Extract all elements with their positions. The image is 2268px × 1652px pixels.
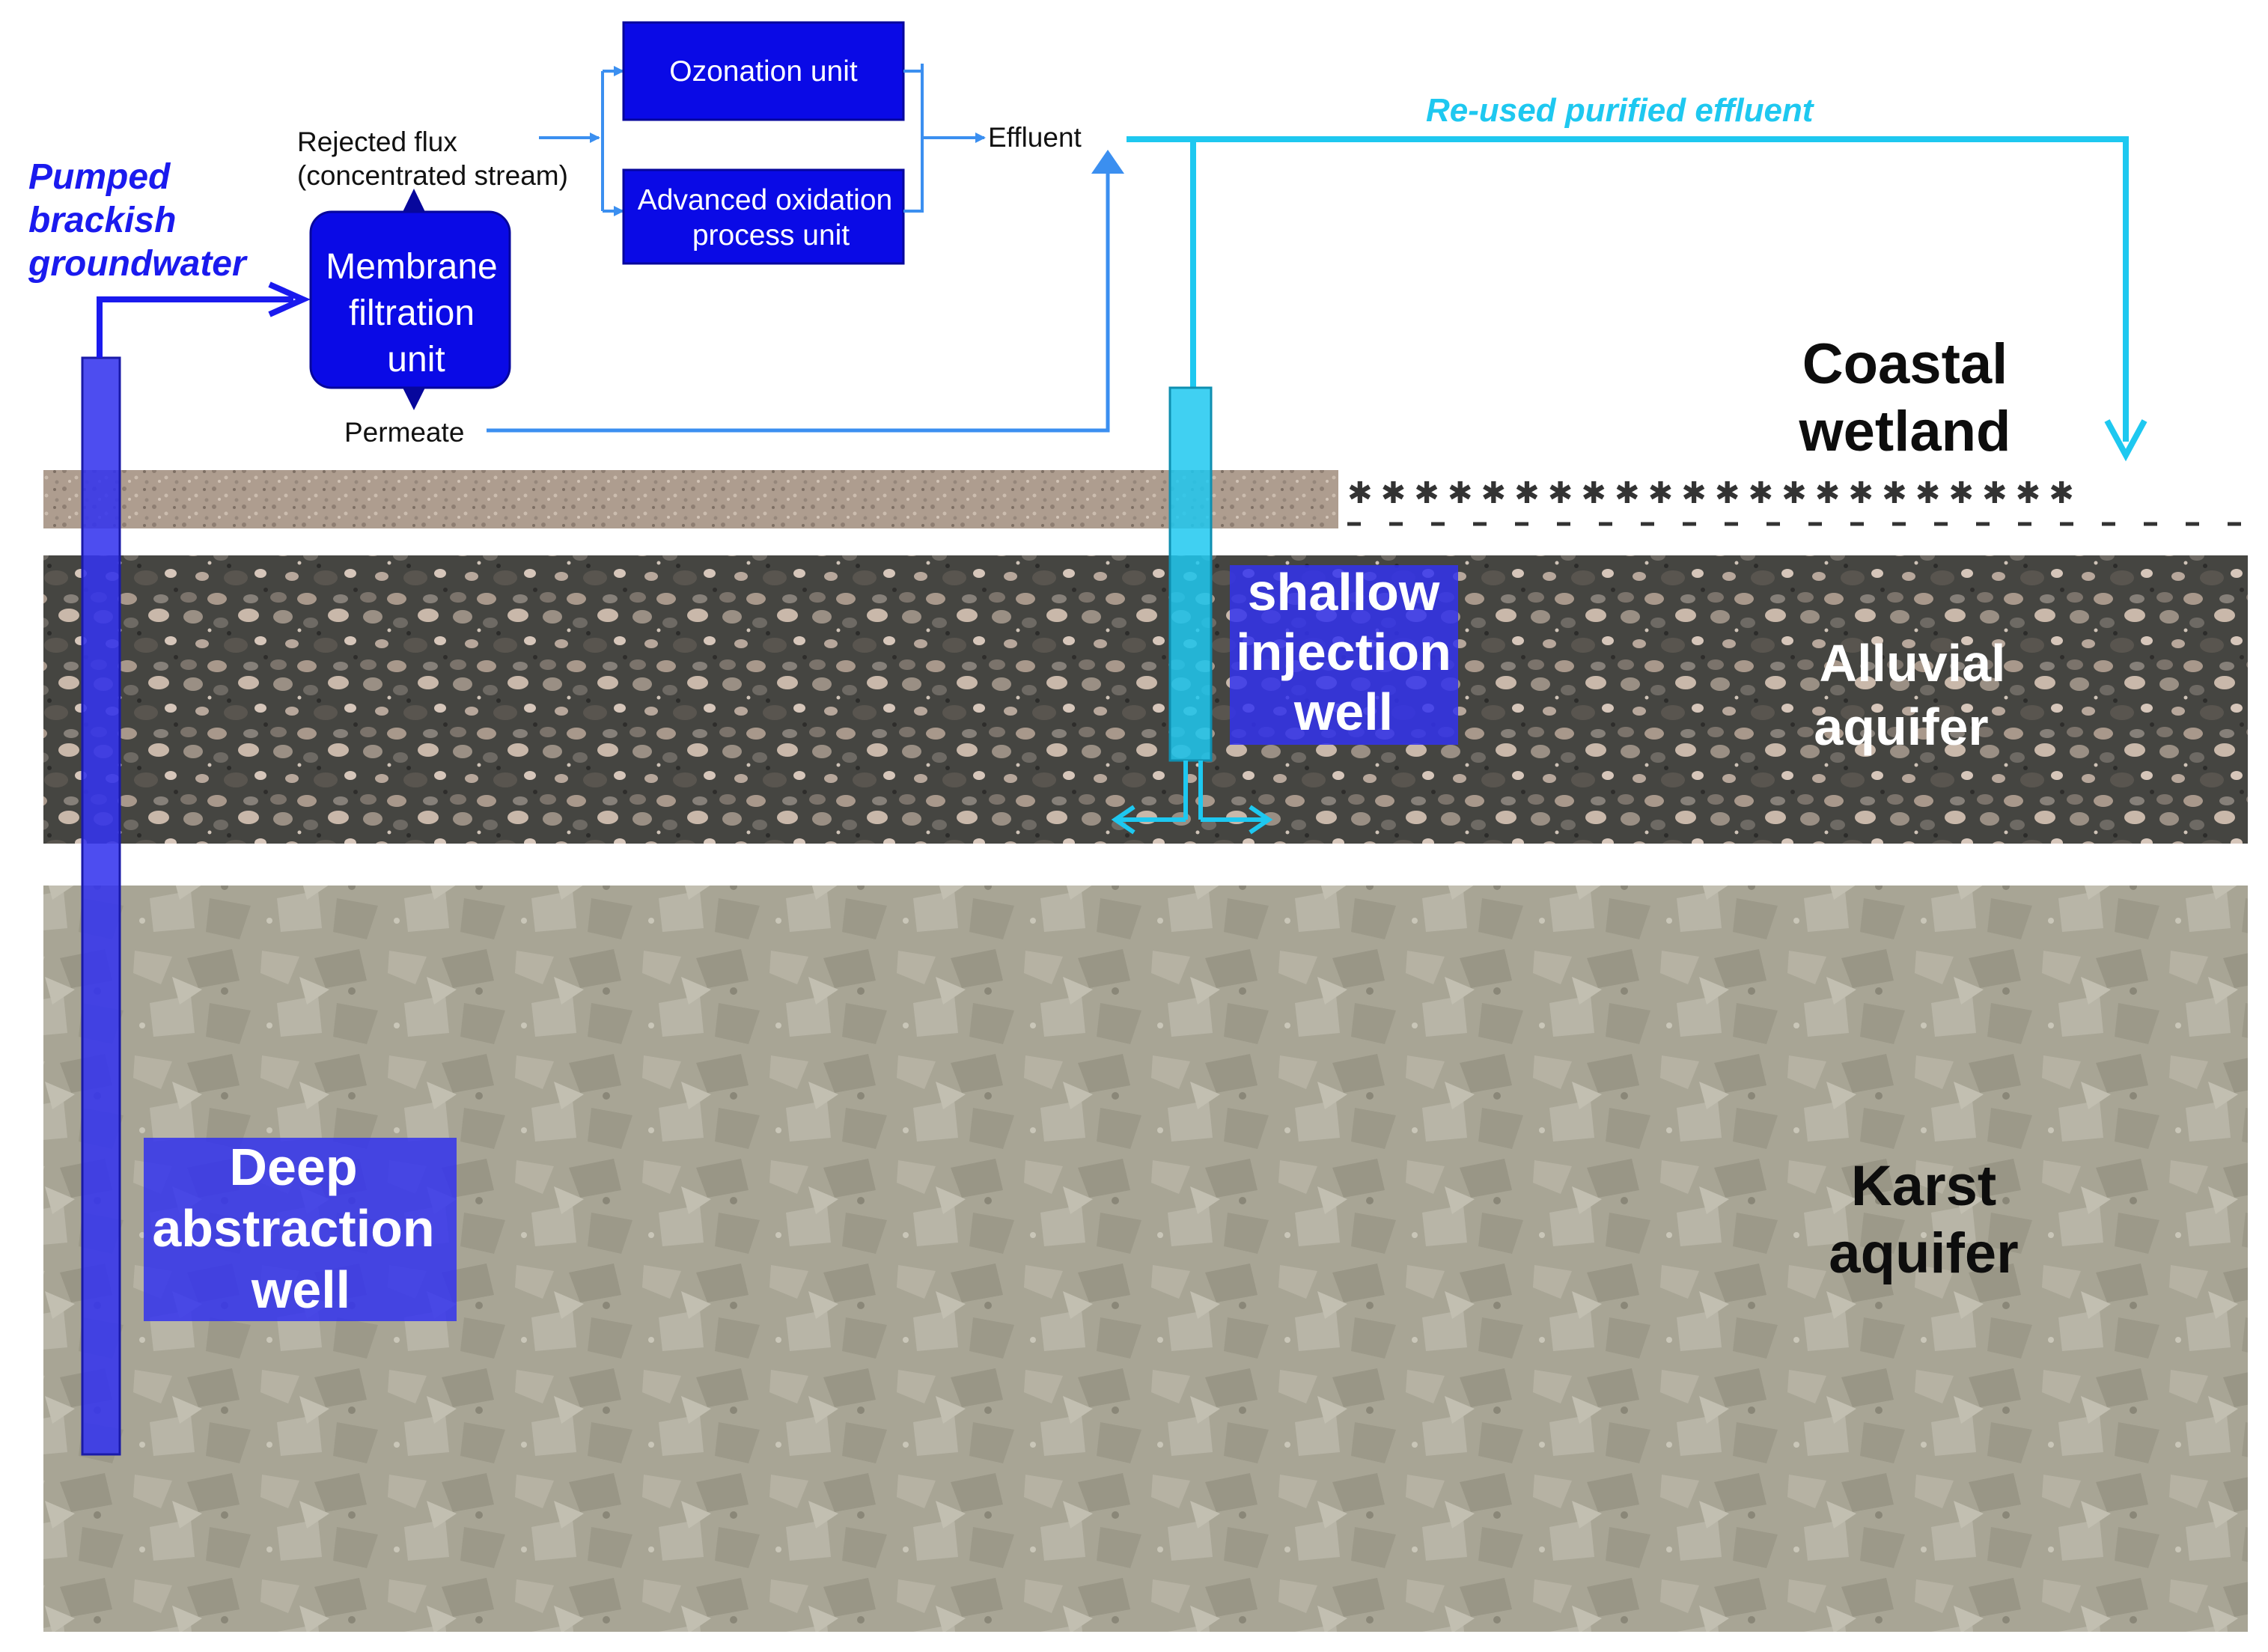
rejected-label-1: Rejected flux [297, 127, 457, 157]
pumped-label-2: brackish [28, 201, 176, 240]
pumped-label-1: Pumped [28, 157, 171, 197]
svg-text:✱ ✱ ✱ ✱ ✱ ✱ ✱ ✱ ✱ ✱ ✱ ✱ ✱ ✱ ✱: ✱ ✱ ✱ ✱ ✱ ✱ ✱ ✱ ✱ ✱ ✱ ✱ ✱ ✱ ✱ ✱ ✱ ✱ ✱ ✱ … [1347, 477, 2074, 510]
aop-label-1: Advanced oxidation [638, 184, 892, 216]
deep-label-3: well [251, 1261, 350, 1319]
deep-label-1: Deep [229, 1138, 357, 1196]
membrane-label-1: Membrane [326, 247, 497, 287]
membrane-label-3: unit [387, 340, 445, 380]
alluvial-label-2: aquifer [1814, 698, 1988, 756]
karst-label-2: aquifer [1829, 1222, 2018, 1285]
shallow-label-3: well [1293, 683, 1393, 741]
shallow-label-1: shallow [1248, 563, 1440, 621]
membrane-label-2: filtration [349, 293, 475, 333]
pumped-label-3: groundwater [28, 244, 248, 284]
reused-effluent-label: Re-used purified effluent [1426, 92, 1815, 129]
karst-label-1: Karst [1851, 1154, 1996, 1218]
pumped-groundwater-arrow [97, 296, 293, 358]
advanced-oxidation-unit-box [622, 168, 905, 265]
deep-abstraction-well-casing [81, 356, 121, 1456]
alluvial-aquifer-layer [43, 555, 2248, 844]
coastal-label-1: Coastal [1802, 332, 2008, 396]
permeate-arrow [487, 153, 1110, 433]
reused-effluent-line [1127, 136, 2129, 442]
soil-layer [43, 470, 1338, 528]
aop-label-2: process unit [692, 219, 850, 252]
injection-spread-arrows [1119, 761, 1265, 822]
effluent-label: Effluent [988, 122, 1082, 153]
rejected-label-2: (concentrated stream) [297, 160, 568, 191]
coastal-label-2: wetland [1799, 400, 2011, 463]
deep-label-2: abstraction [152, 1199, 434, 1258]
shallow-injection-label-box [1230, 565, 1458, 745]
deep-abstraction-label-box [144, 1138, 457, 1321]
alluvial-label-1: Alluvial [1820, 634, 2006, 692]
shallow-injection-well-casing [1168, 386, 1213, 762]
permeate-label: Permeate [344, 417, 464, 448]
shallow-label-2: injection [1236, 623, 1451, 681]
wetland-vegetation: ✱ ✱ ✱ ✱ ✱ ✱ ✱ ✱ ✱ ✱ ✱ ✱ ✱ ✱ ✱ ✱ ✱ ✱ ✱ ✱ … [1347, 477, 2246, 526]
ozonation-label: Ozonation unit [669, 55, 858, 88]
